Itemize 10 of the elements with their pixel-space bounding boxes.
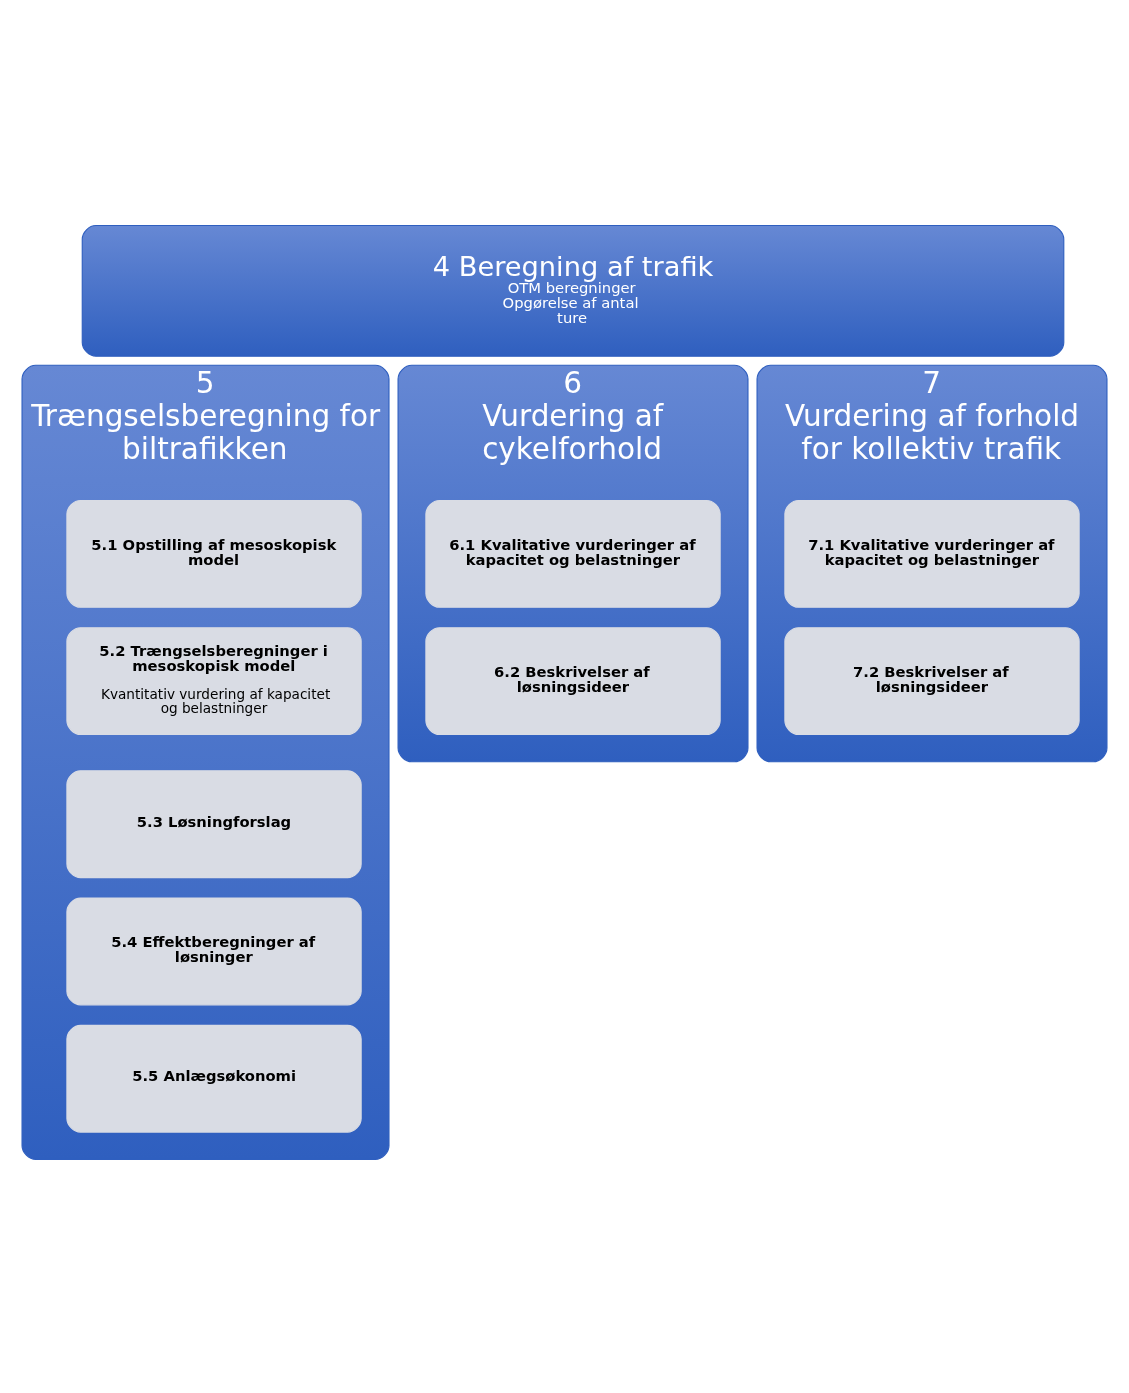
node-box: 7.2 Beskrivelser af løsningsideer: [784, 626, 1080, 735]
node-box: 5.3 Løsningforslag: [66, 769, 362, 878]
node-box: 7.1 Kvalitative vurderinger af kapacitet og belastninger: [784, 499, 1080, 608]
node-box: 6.1 Kvalitative vurderinger af kapacitet og belastninger: [425, 499, 721, 608]
node-box: 5.5 Anlægsøkonomi: [66, 1024, 362, 1133]
node-box: 4 Beregning af trafik OTM beregninger Opgørelse af antal ture: [81, 224, 1065, 357]
node-box: 5.1 Opstilling af mesoskopisk model: [66, 499, 362, 608]
node-box: 5.2 Trængselsberegninger i mesoskopisk model Kvantitativ vurdering af kapacitet og belastninger: [66, 626, 362, 735]
node-box: 6.2 Beskrivelser af løsningsideer: [425, 626, 721, 735]
node-box: 5.4 Effektberegninger af løsninger: [66, 897, 362, 1005]
